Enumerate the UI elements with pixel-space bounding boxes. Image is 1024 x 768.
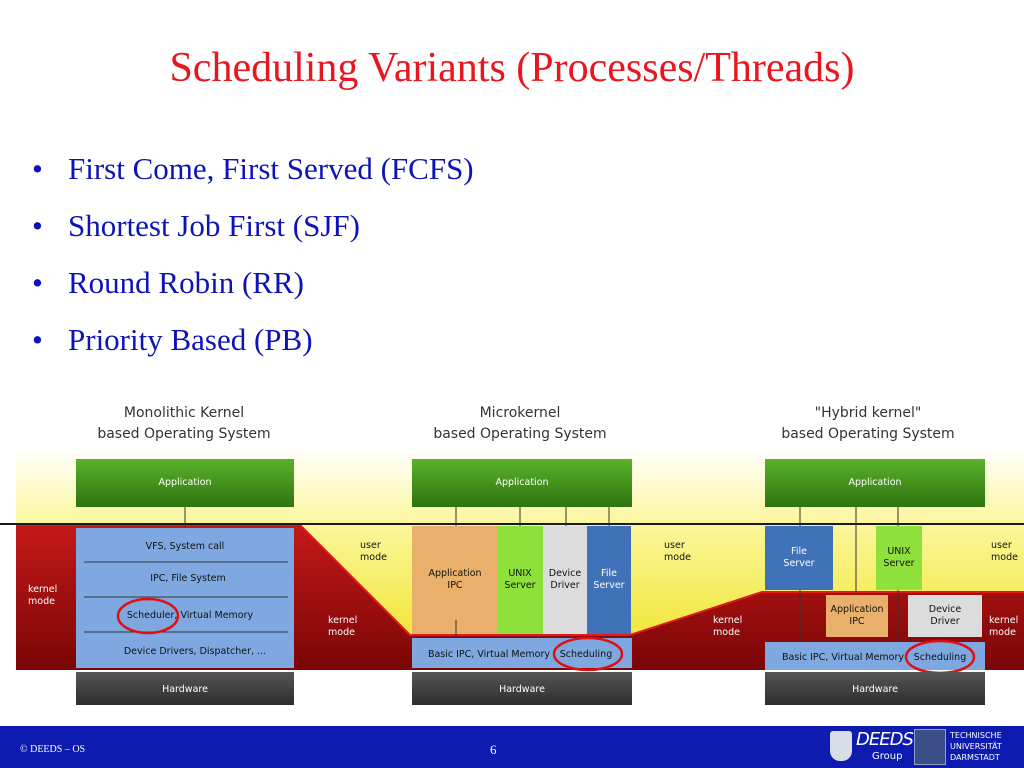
hybrid-device-driver-line1: Device [929,604,962,615]
micro-basic-ipc-label: Basic IPC, Virtual Memory [428,649,550,660]
hybrid-basic-ipc-label: Basic IPC, Virtual Memory [782,652,904,663]
tu-emblem-icon [914,729,946,765]
micro-file-server-line1: File [601,568,617,579]
mono-hardware-label: Hardware [162,684,208,695]
bullet-text: Shortest Job First (SJF) [68,208,360,243]
deeds-group-logo: DEEDS Group [826,729,914,765]
micro-hardware-box [412,672,632,705]
bullet-icon: • [32,265,43,300]
micro-app-ipc-box [412,526,498,634]
micro-user-mode-line2: mode [360,552,387,563]
micro-application-box [412,459,632,507]
bullet-item-sjf: • Shortest Job First (SJF) [30,197,474,254]
micro-scheduling-label: Scheduling [560,649,613,660]
bullet-text: Round Robin (RR) [68,265,304,300]
micro-device-driver-box [543,526,587,634]
bullet-icon: • [32,208,43,243]
mono-kernel-box [76,528,294,668]
mono-heading-line1: Monolithic Kernel [124,405,244,421]
micro-hardware-label: Hardware [499,684,545,695]
hybrid-left-user-mode-line1: user [664,540,685,551]
hybrid-hardware-label: Hardware [852,684,898,695]
hybrid-user-mode-line2: mode [991,552,1018,563]
micro-app-ipc-line2: IPC [447,580,463,591]
slide-title: Scheduling Variants (Processes/Threads) [169,45,855,91]
micro-file-server-box [587,526,631,634]
kernel-architecture-diagram: Monolithic Kernel based Operating System… [0,405,1024,705]
mono-application-label: Application [158,477,211,488]
micro-heading-line2: based Operating System [433,426,606,442]
deeds-shield-icon [830,731,852,761]
hybrid-hardware-box [765,672,985,705]
mono-layer-ipc: IPC, File System [150,573,226,584]
hybrid-app-ipc-line2: IPC [849,616,865,627]
hybrid-device-driver-box [908,595,982,637]
bullet-list: • First Come, First Served (FCFS) • Shorte… [30,140,474,368]
hybrid-user-mode-line1: user [991,540,1012,551]
micro-file-server-line2: Server [593,580,624,591]
micro-device-driver-line2: Driver [550,580,579,591]
hybrid-left-kernel-mode-line1: kernel [713,615,742,626]
micro-kernel-mode-line2: mode [328,627,355,638]
footer-copyright: © DEEDS – OS [20,744,86,755]
mono-application-box [76,459,294,507]
micro-unix-server-line1: UNIX [508,568,532,579]
deeds-logo-text: DEEDS [856,729,914,750]
micro-unix-server-box [498,526,543,634]
hybrid-heading-line1: "Hybrid kernel" [815,405,922,421]
hybrid-file-server-line1: File [791,546,807,557]
mono-layer-scheduler: Scheduler, Virtual Memory [127,610,254,621]
tu-line1: TECHNISCHE [950,731,1002,740]
hybrid-basic-ipc-box [765,642,985,670]
mono-layer-drivers: Device Drivers, Dispatcher, ... [124,646,266,657]
tu-darmstadt-logo: TECHNISCHE UNIVERSITÄT DARMSTADT [914,729,1018,765]
tu-line2: UNIVERSITÄT [950,742,1002,751]
bullet-item-pb: • Priority Based (PB) [30,311,474,368]
hybrid-heading-line2: based Operating System [781,426,954,442]
bullet-item-rr: • Round Robin (RR) [30,254,474,311]
mono-kernel-mode-line1: kernel [28,584,57,595]
micro-user-mode-line1: user [360,540,381,551]
micro-app-ipc-line1: Application [428,568,481,579]
mono-layer-vfs: VFS, System call [146,541,225,552]
hybrid-unix-server-line1: UNIX [887,546,911,557]
bullet-text: Priority Based (PB) [68,322,313,357]
hybrid-scheduling-label: Scheduling [914,652,967,663]
micro-unix-server-line2: Server [504,580,535,591]
hybrid-kernel-mode-line2: mode [989,627,1016,638]
hybrid-left-kernel-mode-line2: mode [713,627,740,638]
deeds-logo-group: Group [872,751,903,762]
hybrid-kernel-mode-line1: kernel [989,615,1018,626]
micro-device-driver-line1: Device [549,568,582,579]
micro-scheduling-highlight-circle [552,636,624,672]
mono-scheduler-highlight-circle [116,597,180,635]
hybrid-file-server-line2: Server [783,558,814,569]
hybrid-application-label: Application [848,477,901,488]
hybrid-file-server-box [765,526,833,590]
micro-heading-line1: Microkernel [480,405,561,421]
mono-kernel-mode-line2: mode [28,596,55,607]
hybrid-unix-server-line2: Server [883,558,914,569]
bullet-icon: • [32,151,43,186]
page-number: 6 [490,742,497,757]
hybrid-application-box [765,459,985,507]
bullet-text: First Come, First Served (FCFS) [68,151,474,186]
tu-line3: DARMSTADT [950,753,1000,762]
micro-basic-ipc-box [412,638,632,668]
hybrid-left-user-mode-line2: mode [664,552,691,563]
micro-application-label: Application [495,477,548,488]
bullet-item-fcfs: • First Come, First Served (FCFS) [30,140,474,197]
mono-hardware-box [76,672,294,705]
footer-bar: © DEEDS – OS 6 DEEDS Group TECHNISCHE UN… [0,726,1024,768]
hybrid-device-driver-line2: Driver [930,616,959,627]
hybrid-app-ipc-line1: Application [830,604,883,615]
hybrid-app-ipc-box [826,595,888,637]
bullet-icon: • [32,322,43,357]
hybrid-unix-server-box [876,526,922,590]
micro-kernel-mode-line1: kernel [328,615,357,626]
tu-logo-text: TECHNISCHE UNIVERSITÄT DARMSTADT [950,730,1002,763]
mono-heading-line2: based Operating System [97,426,270,442]
